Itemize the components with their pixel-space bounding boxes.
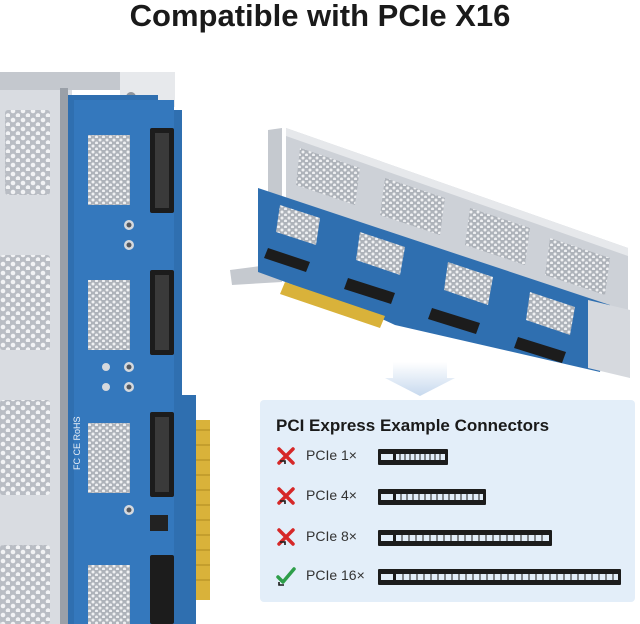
x-mark-icon: [277, 487, 295, 505]
pcie-16x-slot: [378, 569, 621, 585]
row-label: PCIe 16×: [306, 567, 365, 583]
row-label: PCIe 4×: [306, 487, 357, 503]
row-label: PCIe 8×: [306, 528, 357, 544]
check-mark-icon: [276, 567, 296, 586]
row-label: PCIe 1×: [306, 447, 357, 463]
x-mark-icon: [277, 447, 295, 465]
down-arrow-icon: [385, 362, 455, 396]
page-title: Compatible with PCIe X16: [129, 0, 511, 33]
x-mark-icon: [277, 528, 295, 546]
pcie-8x-slot: [378, 530, 552, 546]
closeup-card: FC CE RoHS: [0, 72, 210, 624]
certification-marks: FC CE RoHS: [72, 416, 82, 470]
angled-card: [230, 128, 630, 378]
pcie-4x-slot: [378, 489, 486, 505]
connector-panel: PCI Express Example Connectors PCIe 1× P…: [260, 400, 635, 602]
pcie-1x-slot: [378, 449, 448, 465]
panel-title: PCI Express Example Connectors: [276, 416, 550, 435]
